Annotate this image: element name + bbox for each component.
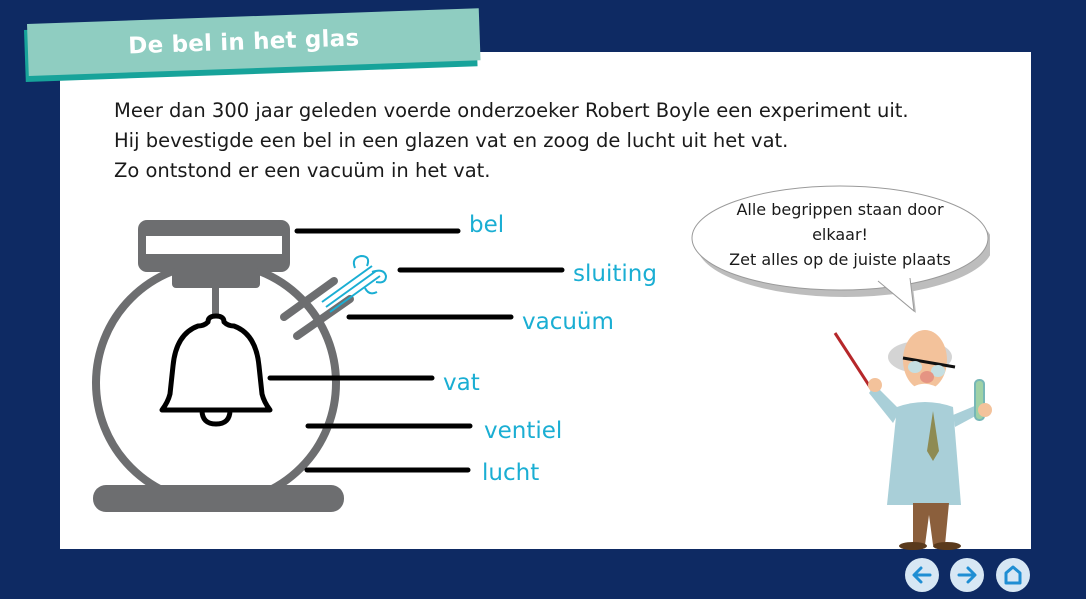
back-button[interactable] (905, 558, 939, 592)
label-vacuum[interactable]: vacuüm (522, 309, 614, 335)
home-button[interactable] (996, 558, 1030, 592)
bubble-line: Zet alles op de juiste plaats (729, 250, 951, 269)
speech-bubble-text: Alle begrippen staan door elkaar! Zet al… (700, 197, 980, 272)
intro-line: Zo ontstond er een vacuüm in het vat. (114, 159, 491, 182)
air-flow-icon (321, 254, 388, 313)
home-icon (1004, 565, 1022, 585)
bell-icon (159, 313, 273, 427)
label-sluiting[interactable]: sluiting (573, 261, 657, 287)
label-vat[interactable]: vat (443, 370, 480, 396)
intro-text: Meer dan 300 jaar geleden voerde onderzo… (114, 96, 1014, 186)
label-lucht[interactable]: lucht (482, 460, 540, 486)
exercise-canvas (60, 52, 1031, 549)
next-button[interactable] (950, 558, 984, 592)
bubble-line: Alle begrippen staan door (736, 200, 944, 219)
scientist-illustration (833, 330, 992, 550)
arrow-left-icon (912, 566, 932, 584)
arrow-right-icon (957, 566, 977, 584)
label-bel[interactable]: bel (469, 212, 505, 238)
intro-line: Meer dan 300 jaar geleden voerde onderzo… (114, 99, 909, 122)
intro-line: Hij bevestigde een bel in een glazen vat… (114, 129, 789, 152)
speech-bubble (691, 185, 990, 313)
label-ventiel[interactable]: ventiel (484, 418, 563, 444)
bubble-line: elkaar! (812, 225, 868, 244)
bell-jar-icon (92, 220, 354, 512)
leader-lines (267, 228, 565, 473)
